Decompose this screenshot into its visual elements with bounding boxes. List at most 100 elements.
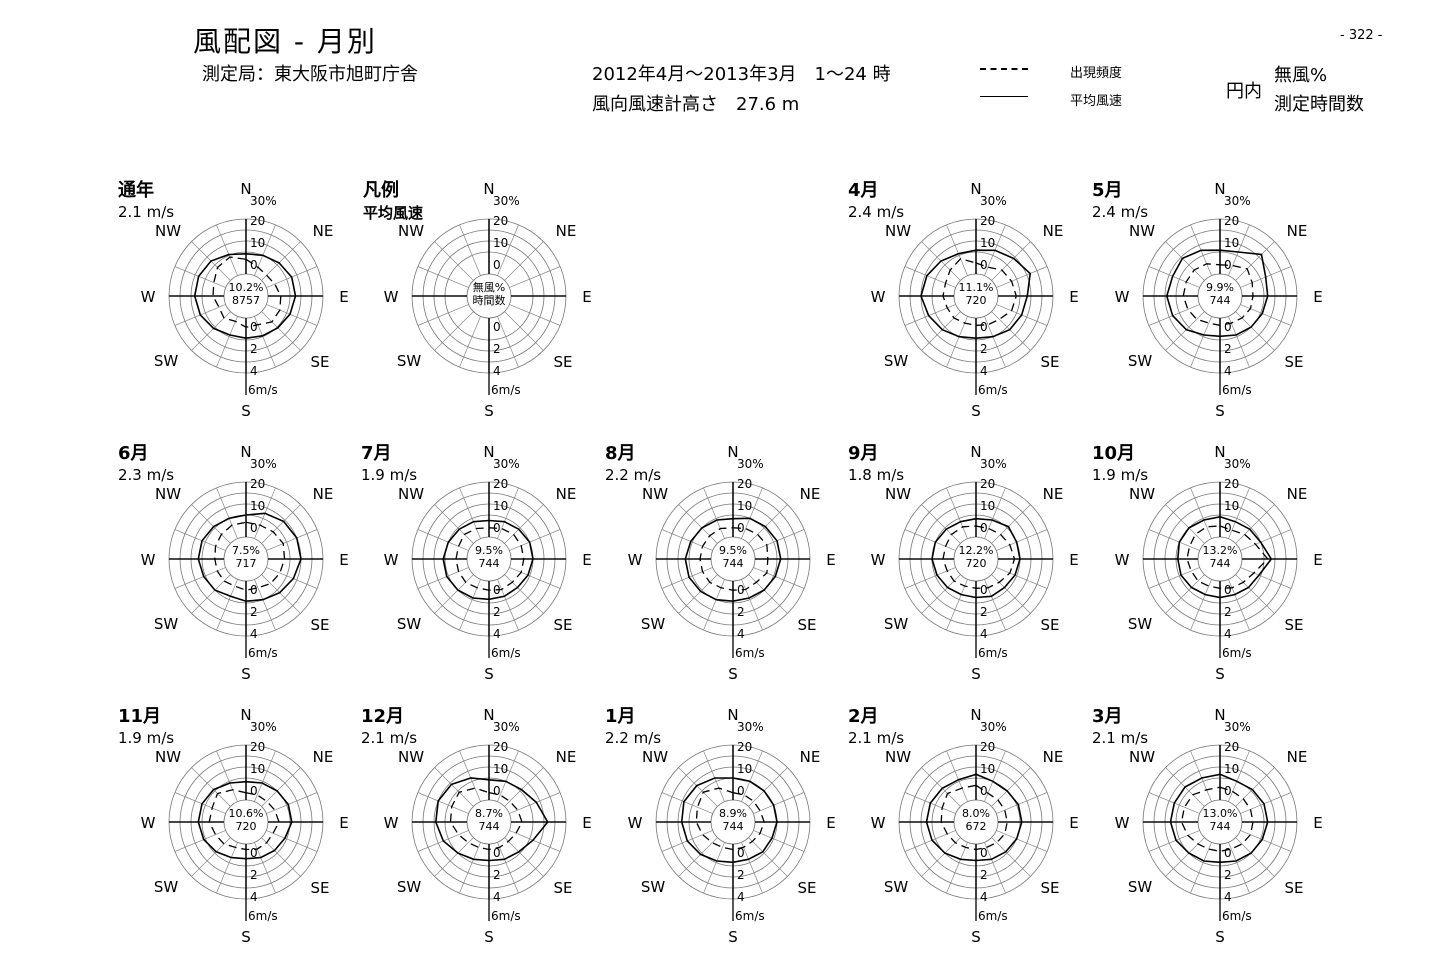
frequency-series xyxy=(1186,525,1269,589)
direction-se: SE xyxy=(1285,879,1304,897)
rose-hours: 720 xyxy=(966,557,987,570)
direction-w: W xyxy=(384,551,399,569)
freq-tick-0: 0 xyxy=(1224,784,1232,798)
rose-spoke xyxy=(254,579,276,631)
speed-tick-2: 2 xyxy=(493,868,501,882)
speed-tick-2: 2 xyxy=(1224,868,1232,882)
rose-spoke xyxy=(946,842,968,894)
rose-spoke xyxy=(1240,529,1292,551)
rose-spoke xyxy=(509,567,561,589)
direction-sw: SW xyxy=(154,878,179,896)
speed-tick-4: 4 xyxy=(1224,627,1232,641)
rose-avg-speed: 2.1 m/s xyxy=(118,203,174,221)
freq-tick-20: 20 xyxy=(1224,214,1239,228)
legend-calm-label: 無風% xyxy=(1274,65,1328,86)
direction-ne: NE xyxy=(1287,485,1308,503)
rose-spoke xyxy=(174,830,226,852)
direction-w: W xyxy=(384,814,399,832)
freq-tick-0: 0 xyxy=(250,784,258,798)
direction-w: W xyxy=(1115,551,1130,569)
rose-avg-speed: 2.2 m/s xyxy=(605,729,661,747)
freq-tick-10: 10 xyxy=(493,236,508,250)
rose-spoke xyxy=(261,241,301,281)
freq-tick-10: 10 xyxy=(980,236,995,250)
rose-spoke xyxy=(261,767,301,807)
rose-spoke xyxy=(1228,487,1250,539)
freq-tick-10: 10 xyxy=(1224,762,1239,776)
direction-se: SE xyxy=(311,616,330,634)
speed-tick-2: 2 xyxy=(980,605,988,619)
direction-se: SE xyxy=(798,616,817,634)
freq-tick-30: 30% xyxy=(980,457,1007,471)
direction-se: SE xyxy=(311,353,330,371)
freq-tick-30: 30% xyxy=(250,457,277,471)
rose-spoke xyxy=(497,224,519,276)
freq-tick-20: 20 xyxy=(493,740,508,754)
speed-tick-2: 2 xyxy=(493,342,501,356)
freq-tick-30: 30% xyxy=(737,457,764,471)
rose-spoke xyxy=(504,837,544,877)
freq-tick-10: 10 xyxy=(493,762,508,776)
frequency-series xyxy=(695,787,765,851)
direction-e: E xyxy=(339,551,348,569)
rose-spoke xyxy=(991,767,1031,807)
direction-ne: NE xyxy=(313,222,334,240)
direction-ne: NE xyxy=(1043,748,1064,766)
rose-avg-speed: 2.1 m/s xyxy=(361,729,417,747)
freq-tick-0: 0 xyxy=(980,784,988,798)
direction-n: N xyxy=(240,706,251,724)
rose-title: 通年 xyxy=(118,179,154,201)
rose-avg-speed: 1.9 m/s xyxy=(118,729,174,747)
rose-hours: 744 xyxy=(723,557,744,570)
freq-tick-30: 30% xyxy=(250,720,277,734)
direction-nw: NW xyxy=(155,222,181,240)
rose-spoke xyxy=(266,792,318,814)
freq-tick-30: 30% xyxy=(493,457,520,471)
direction-nw: NW xyxy=(1129,748,1155,766)
freq-tick-30: 30% xyxy=(250,194,277,208)
rose-spoke xyxy=(497,579,519,631)
direction-n: N xyxy=(727,706,738,724)
rose-spoke xyxy=(996,529,1048,551)
rose-spoke xyxy=(1240,304,1292,326)
direction-s: S xyxy=(971,402,981,420)
rose-spoke xyxy=(661,792,713,814)
direction-se: SE xyxy=(1041,616,1060,634)
speed-tick-2: 2 xyxy=(1224,605,1232,619)
rose-spoke xyxy=(1235,311,1275,351)
speed-tick-6: 6m/s xyxy=(735,646,765,660)
rose-spoke xyxy=(417,266,469,288)
direction-ne: NE xyxy=(556,222,577,240)
rose-spoke xyxy=(1240,567,1292,589)
frequency-series xyxy=(942,525,1016,589)
freq-tick-0: 0 xyxy=(737,784,745,798)
freq-tick-0: 0 xyxy=(980,258,988,272)
direction-s: S xyxy=(241,402,251,420)
rose-spoke xyxy=(417,792,469,814)
rose-hours: 717 xyxy=(236,557,257,570)
rose-spoke xyxy=(946,487,968,539)
speed-tick-4: 4 xyxy=(980,627,988,641)
rose-spoke xyxy=(254,750,276,802)
sensor-height: 風向風速計高さ 27.6 m xyxy=(592,94,800,115)
direction-s: S xyxy=(1215,665,1225,683)
rose-spoke xyxy=(497,750,519,802)
speed-tick-4: 4 xyxy=(250,890,258,904)
speed-series xyxy=(442,519,534,601)
rose-hours: 744 xyxy=(1210,557,1231,570)
rose-title: 12月 xyxy=(361,706,404,727)
speed-series xyxy=(925,773,1023,862)
direction-nw: NW xyxy=(155,485,181,503)
freq-tick-10: 10 xyxy=(1224,499,1239,513)
rose-spoke xyxy=(904,529,956,551)
speed-tick-6: 6m/s xyxy=(491,909,521,923)
speed-tick-0: 0 xyxy=(493,320,501,334)
rose-spoke xyxy=(741,487,763,539)
speed-series xyxy=(684,517,782,603)
rose-calm-pct: 10.2% xyxy=(229,281,264,294)
rose-spoke xyxy=(748,767,788,807)
speed-tick-2: 2 xyxy=(737,605,745,619)
